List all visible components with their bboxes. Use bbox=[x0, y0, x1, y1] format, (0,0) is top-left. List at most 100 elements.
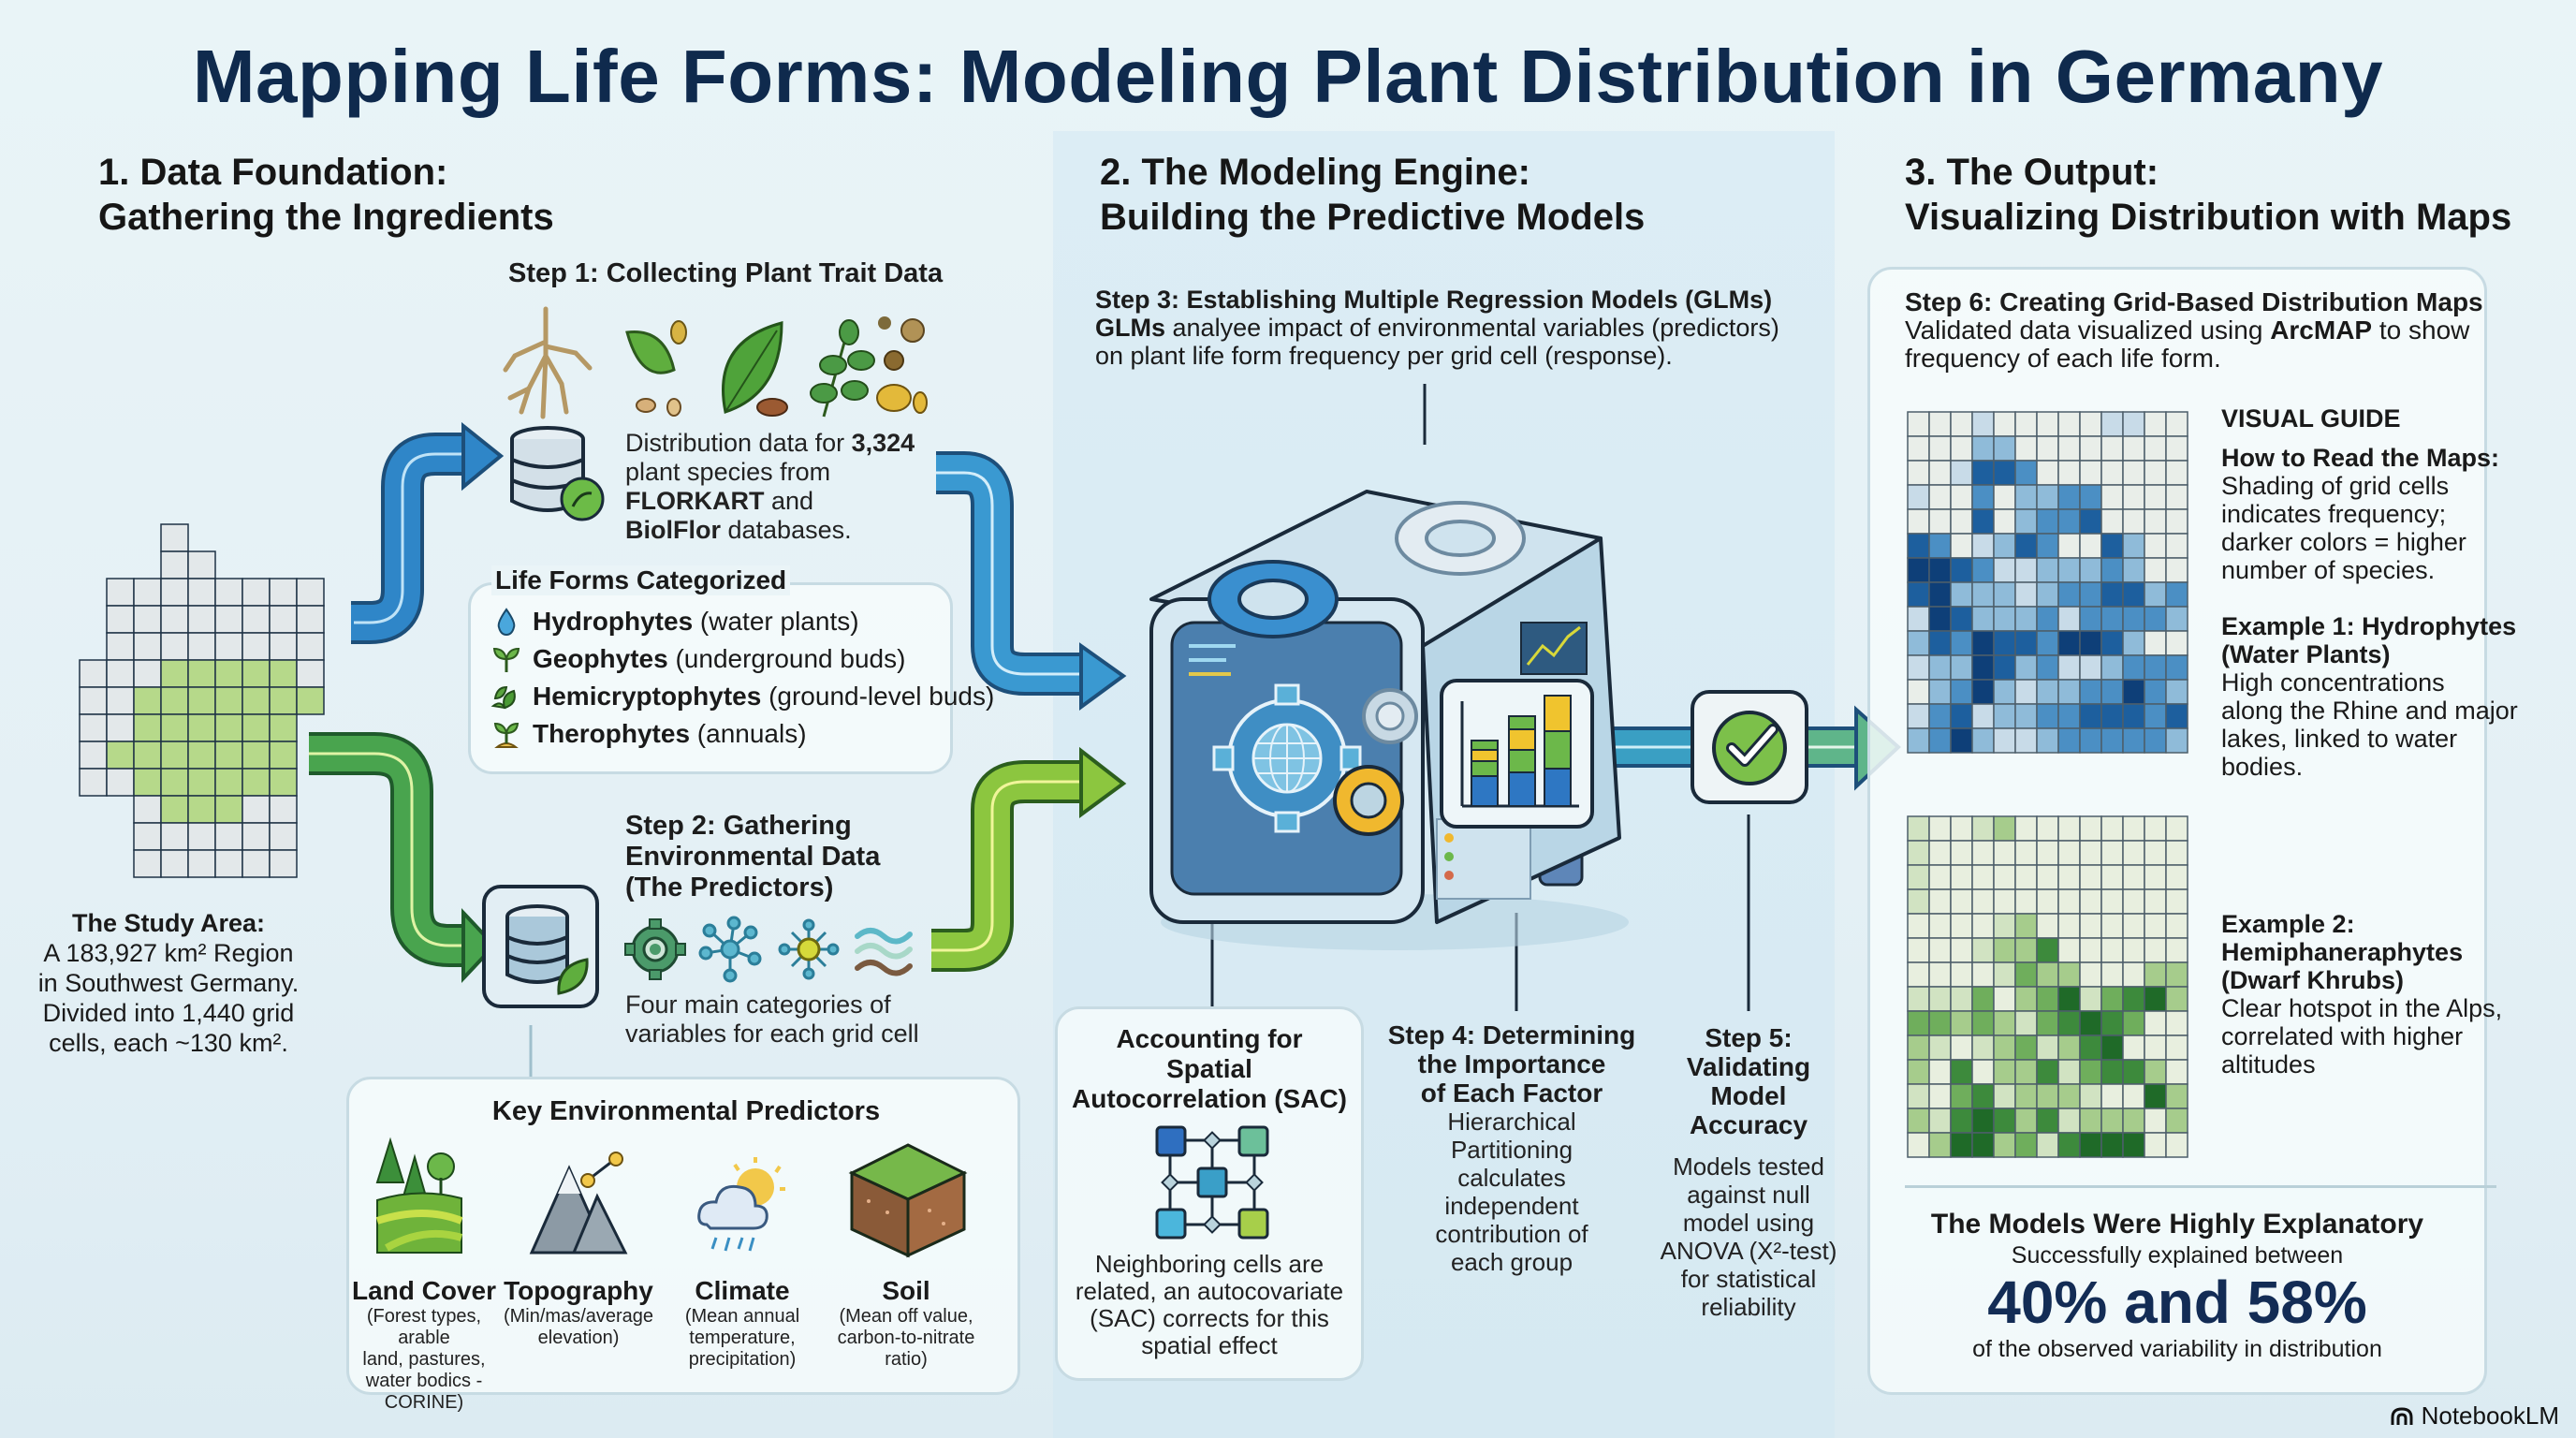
grid-cell bbox=[242, 741, 271, 770]
map-cell bbox=[2014, 1132, 2038, 1158]
grid-cell bbox=[160, 632, 189, 661]
map-cell bbox=[1950, 460, 1973, 486]
life-form-item: Hemicryptophytes (ground-level buds) bbox=[490, 678, 994, 715]
predictor-category-icons bbox=[624, 916, 913, 983]
grid-cell bbox=[106, 578, 135, 607]
map-cell bbox=[2122, 1010, 2145, 1036]
map-cell bbox=[2144, 840, 2167, 866]
map-cell bbox=[2014, 484, 2038, 510]
map-cell bbox=[2122, 679, 2145, 705]
grid-cell bbox=[133, 795, 162, 824]
map-cell bbox=[2144, 1010, 2167, 1036]
map-cell bbox=[2165, 460, 2188, 486]
map-cell bbox=[2144, 703, 2167, 729]
map-cell bbox=[1928, 460, 1952, 486]
grid-cell bbox=[160, 713, 189, 742]
map-cell bbox=[1971, 679, 1995, 705]
map-cell bbox=[2165, 961, 2188, 988]
grid-cell bbox=[187, 849, 216, 878]
grid-cell bbox=[214, 849, 243, 878]
grid-cell bbox=[79, 686, 108, 715]
map-cell bbox=[2036, 435, 2059, 462]
step6-title: Step 6: Creating Grid-Based Distribution… bbox=[1905, 287, 2483, 316]
map-cell bbox=[2165, 840, 2188, 866]
map-cell bbox=[1993, 654, 2016, 681]
map-cell bbox=[2079, 815, 2102, 842]
step5-title-line: Step 5: bbox=[1705, 1023, 1793, 1052]
map-cell bbox=[1971, 840, 1995, 866]
map-cell bbox=[2014, 1059, 2038, 1085]
grid-cell bbox=[269, 849, 298, 878]
section-3-heading: 3. The Output: Visualizing Distribution … bbox=[1905, 150, 2511, 240]
map-cell bbox=[1993, 508, 2016, 535]
grid-cell bbox=[242, 768, 271, 797]
map-cell bbox=[2057, 913, 2081, 939]
trend-screen-icon bbox=[1520, 622, 1588, 675]
sac-text-line: spatial effect bbox=[1141, 1331, 1278, 1359]
step4-text-line: independent bbox=[1444, 1192, 1579, 1220]
grid-cell bbox=[214, 578, 243, 607]
map-cell bbox=[2036, 864, 2059, 890]
map-cell bbox=[1928, 864, 1952, 890]
predictor-desc: (Forest types, arable bbox=[366, 1306, 482, 1348]
map-cell bbox=[2079, 411, 2102, 437]
map-cell bbox=[1971, 1083, 1995, 1109]
grid-cell bbox=[106, 741, 135, 770]
map-cell bbox=[2057, 435, 2081, 462]
sac-text-line: (SAC) corrects for this bbox=[1090, 1304, 1329, 1332]
map-cell bbox=[2100, 727, 2124, 754]
grid-cell bbox=[133, 659, 162, 688]
map-cell bbox=[1907, 533, 1930, 559]
map-cell bbox=[2165, 727, 2188, 754]
map-cell bbox=[1928, 654, 1952, 681]
map-cell bbox=[2057, 888, 2081, 915]
large-leaf-icon bbox=[722, 321, 788, 417]
grid-cell bbox=[133, 768, 162, 797]
map-cell bbox=[1907, 1108, 1930, 1134]
grid-cell bbox=[242, 578, 271, 607]
map-cell bbox=[1928, 557, 1952, 583]
grid-cell bbox=[296, 632, 325, 661]
network-icon bbox=[698, 916, 762, 983]
grid-cell bbox=[133, 686, 162, 715]
map-cell bbox=[1993, 679, 2016, 705]
map-cell bbox=[1971, 630, 1995, 656]
map-cell bbox=[2100, 815, 2124, 842]
map-cell bbox=[2057, 937, 2081, 963]
map-cell bbox=[1907, 1132, 1930, 1158]
result-pre-text: Successfully explained between bbox=[2011, 1242, 2344, 1269]
grid-cell bbox=[160, 768, 189, 797]
map-cell bbox=[1928, 1132, 1952, 1158]
map-cell bbox=[2122, 840, 2145, 866]
weather-icon bbox=[697, 1157, 785, 1252]
seeds-icon bbox=[876, 316, 928, 414]
map-cell bbox=[2079, 435, 2102, 462]
map-cell bbox=[2079, 1108, 2102, 1134]
map-cell bbox=[2100, 581, 2124, 608]
map-cell bbox=[2057, 1010, 2081, 1036]
key-predictors-box: Key Environmental Predictors Land Cover … bbox=[346, 1077, 1020, 1413]
step6-line2: frequency of each life form. bbox=[1905, 344, 2221, 373]
map-cell bbox=[2165, 654, 2188, 681]
map-cell bbox=[1950, 888, 1973, 915]
gear-icon bbox=[624, 918, 686, 980]
map-cell bbox=[1971, 435, 1995, 462]
grid-cell bbox=[187, 822, 216, 851]
map-cell bbox=[1993, 1132, 2016, 1158]
map-cell bbox=[2100, 1010, 2124, 1036]
map-cell bbox=[2165, 1108, 2188, 1134]
predictor-desc: carbon-to-nitrate bbox=[837, 1328, 975, 1348]
predictor-desc: (Mean off value, bbox=[839, 1306, 973, 1327]
grid-cell bbox=[187, 795, 216, 824]
step5-text-line: against null bbox=[1687, 1181, 1810, 1209]
life-form-desc: (water plants) bbox=[693, 607, 859, 636]
map-cell bbox=[2057, 840, 2081, 866]
map-cell bbox=[1928, 937, 1952, 963]
grid-cell bbox=[296, 578, 325, 607]
map-cell bbox=[2122, 460, 2145, 486]
map-cell bbox=[2144, 484, 2167, 510]
grid-cell bbox=[269, 578, 298, 607]
grid-cell bbox=[269, 822, 298, 851]
map-cell bbox=[1971, 1034, 1995, 1061]
map-cell bbox=[2100, 557, 2124, 583]
